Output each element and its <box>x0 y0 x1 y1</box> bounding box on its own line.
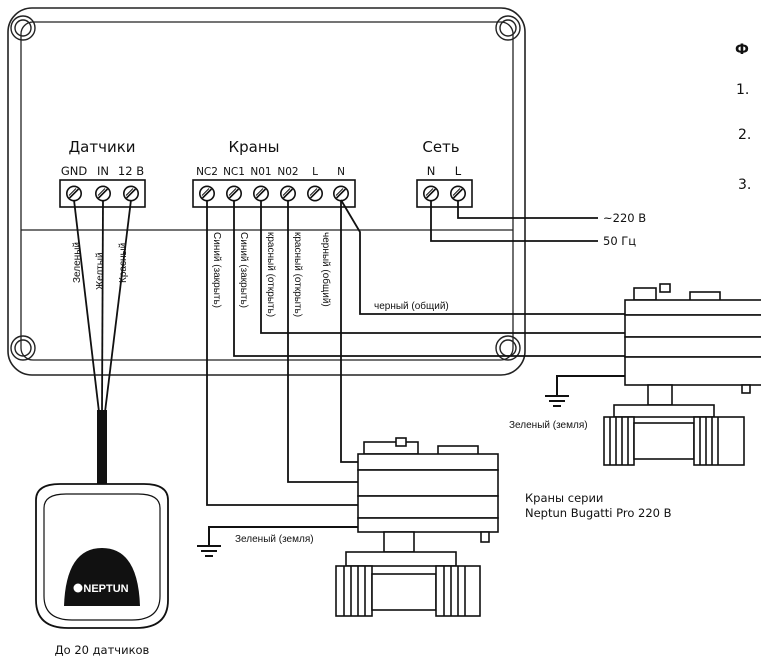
terminal-label-nc1: NC1 <box>223 166 245 178</box>
power-label-50hz: 50 Гц <box>603 234 636 248</box>
wire-label-n-common: черный (общий) <box>320 232 332 307</box>
valve-terminal-labels: NC2 NC1 N01 N02 L N <box>196 166 345 178</box>
terminal-label-net-l: L <box>455 164 462 178</box>
side-item-2: 2. <box>738 127 751 143</box>
wire-label-yellow: Желтый <box>95 252 106 290</box>
sensors-group-title: Датчики <box>68 138 135 156</box>
side-heading: Ф <box>735 42 749 58</box>
leak-sensor: NEPTUN <box>35 483 169 629</box>
terminal-label-net-n: N <box>427 164 436 178</box>
wire-label-nc1: Синий (закрыть) <box>238 232 249 308</box>
sensor-cable <box>97 410 107 492</box>
valve-wires <box>206 199 626 506</box>
side-item-1: 1. <box>736 82 749 98</box>
right-valve <box>603 283 761 466</box>
side-item-3: 3. <box>738 177 751 193</box>
bottom-ground-label: Зеленый (земля) <box>235 534 314 545</box>
valve-caption-line2: Neptun Bugatti Pro 220 В <box>525 506 672 520</box>
wire-label-n01: красный (открыть) <box>265 232 276 317</box>
mounting-holes <box>10 15 521 361</box>
power-wires <box>430 200 598 242</box>
bottom-ground-symbol <box>197 526 358 557</box>
terminal-label-gnd: GND <box>61 164 88 178</box>
valve-caption-line1: Краны серии <box>525 491 603 505</box>
neptun-logo-icon <box>73 583 83 593</box>
black-common-label: черный (общий) <box>374 300 449 312</box>
terminal-label-l: L <box>312 166 318 178</box>
wire-label-nc2: Синий (закрыть) <box>211 232 222 308</box>
sensor-logo: NEPTUN <box>83 583 128 595</box>
network-terminal-labels: N L <box>427 164 462 178</box>
bottom-valve <box>335 437 499 617</box>
sensor-wires <box>73 199 132 413</box>
right-ground-symbol <box>545 375 625 407</box>
network-group-title: Сеть <box>422 138 459 156</box>
network-terminal-block <box>416 179 473 208</box>
right-ground-label: Зеленый (земля) <box>509 420 588 431</box>
sensor-caption: До 20 датчиков <box>55 643 150 657</box>
terminal-label-n01: N01 <box>250 166 271 178</box>
valves-group-title: Краны <box>228 138 279 156</box>
terminal-label-12v: 12 B <box>118 164 144 178</box>
terminal-label-n: N <box>337 166 345 178</box>
wire-label-red: Красный <box>118 243 129 283</box>
sensor-terminal-labels: GND IN 12 B <box>61 164 144 178</box>
terminal-label-n02: N02 <box>277 166 298 178</box>
power-label-220v: ~220 В <box>603 211 646 225</box>
wire-label-green: Зеленый <box>72 242 83 283</box>
controller-box-inner <box>20 21 514 361</box>
terminal-label-in: IN <box>97 164 109 178</box>
terminal-label-nc2: NC2 <box>196 166 218 178</box>
valve-terminal-block <box>192 179 356 208</box>
wire-label-n02: красный (открыть) <box>292 232 303 317</box>
